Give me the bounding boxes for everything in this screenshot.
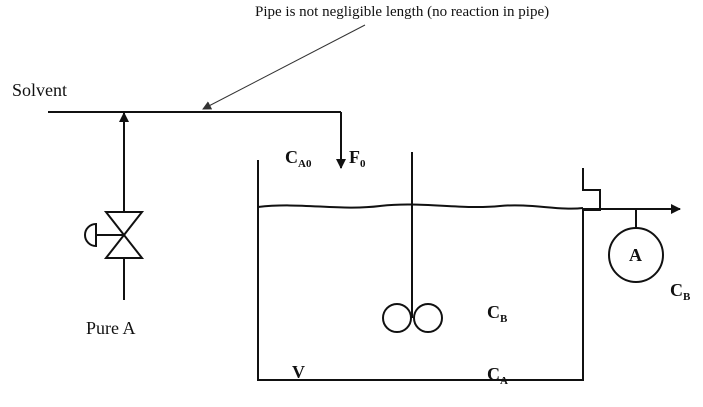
- ca-tank-label: CA: [487, 364, 508, 387]
- cb-tank-label: CB: [487, 302, 508, 325]
- cb-outlet-label: CB: [670, 280, 691, 303]
- actuator-icon: [84, 222, 124, 248]
- tank: [257, 160, 584, 381]
- volume-label: V: [292, 362, 305, 382]
- ca0-label: CA0: [285, 147, 312, 170]
- pipe-annotation: Pipe is not negligible length (no reacti…: [255, 4, 549, 20]
- stirrer-icon: [382, 152, 443, 333]
- pure-a-label: Pure A: [86, 318, 136, 338]
- solvent-label: Solvent: [12, 80, 67, 100]
- overflow-weir: [582, 168, 601, 211]
- valve-icon: [103, 211, 145, 259]
- analyzer-icon: [608, 227, 664, 283]
- analyzer-label: A: [629, 245, 642, 265]
- liquid-surface: [257, 203, 584, 210]
- f0-label: F0: [349, 147, 366, 170]
- annotation-pointer-arrow-icon: [202, 24, 366, 110]
